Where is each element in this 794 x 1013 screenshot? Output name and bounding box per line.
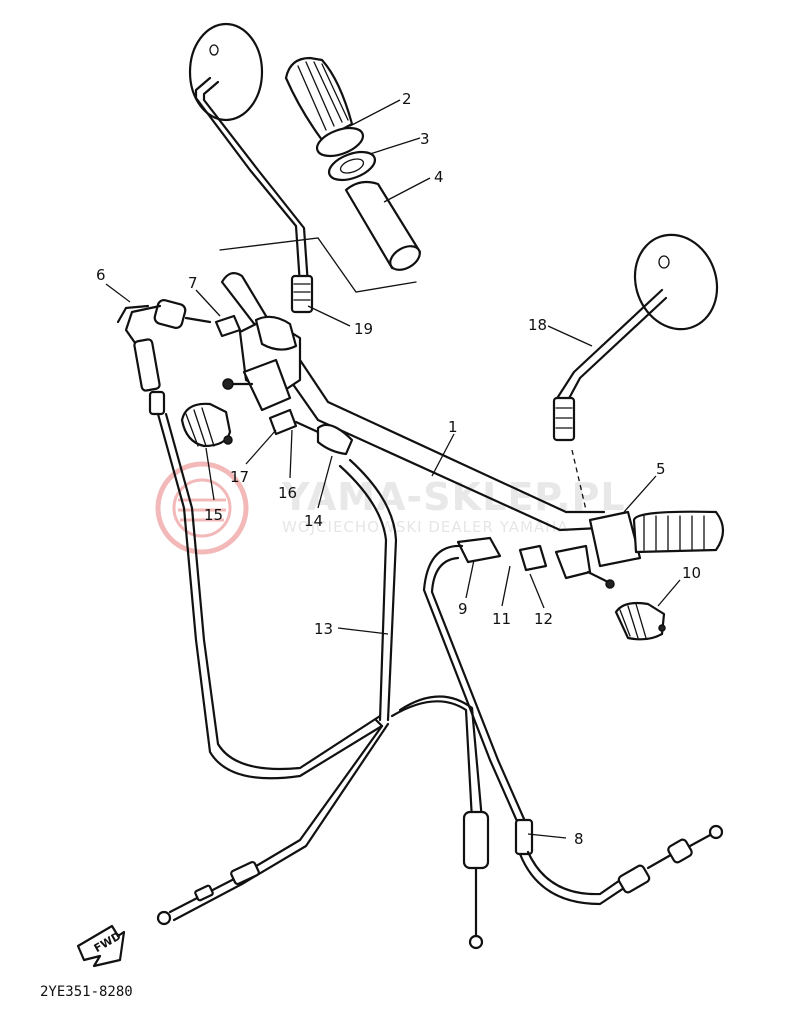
callout-2: 2 xyxy=(402,90,412,108)
throttle-cable xyxy=(156,458,490,950)
callout-17: 17 xyxy=(230,468,249,486)
callout-11: 11 xyxy=(492,610,511,628)
callout-19: 19 xyxy=(354,320,373,338)
callout-18: 18 xyxy=(528,316,547,334)
clutch-cable xyxy=(116,299,384,780)
throttle-grip-assembly xyxy=(284,56,422,271)
callouts: 1 2 3 4 5 6 7 8 9 10 11 12 13 14 15 16 1… xyxy=(96,90,701,848)
brake-cable xyxy=(422,536,724,906)
clutch-adjuster-parts xyxy=(214,314,354,456)
diagram-code: 2YE351-8280 xyxy=(40,984,133,1000)
callout-3: 3 xyxy=(420,130,430,148)
callout-16: 16 xyxy=(278,484,297,502)
watermark-subtitle: WOJCIECHOWSKI DEALER YAMAHA xyxy=(282,518,569,536)
callout-12: 12 xyxy=(534,610,553,628)
callout-9: 9 xyxy=(458,600,468,618)
handlebar xyxy=(220,271,606,532)
callout-13: 13 xyxy=(314,620,333,638)
left-switch xyxy=(180,402,233,448)
callout-10: 10 xyxy=(682,564,701,582)
reference-box xyxy=(219,237,417,293)
callout-4: 4 xyxy=(434,168,444,186)
callout-5: 5 xyxy=(656,460,666,478)
watermark-logo-icon xyxy=(155,461,249,555)
fwd-arrow-icon: FWD xyxy=(76,924,126,968)
left-mirror xyxy=(188,22,314,314)
leader-lines xyxy=(105,99,681,839)
callout-7: 7 xyxy=(188,274,198,292)
callout-6: 6 xyxy=(96,266,106,284)
callout-8: 8 xyxy=(574,830,584,848)
callout-1: 1 xyxy=(448,418,458,436)
callout-14: 14 xyxy=(304,512,323,530)
callout-15: 15 xyxy=(204,506,223,524)
right-controls xyxy=(518,233,725,641)
